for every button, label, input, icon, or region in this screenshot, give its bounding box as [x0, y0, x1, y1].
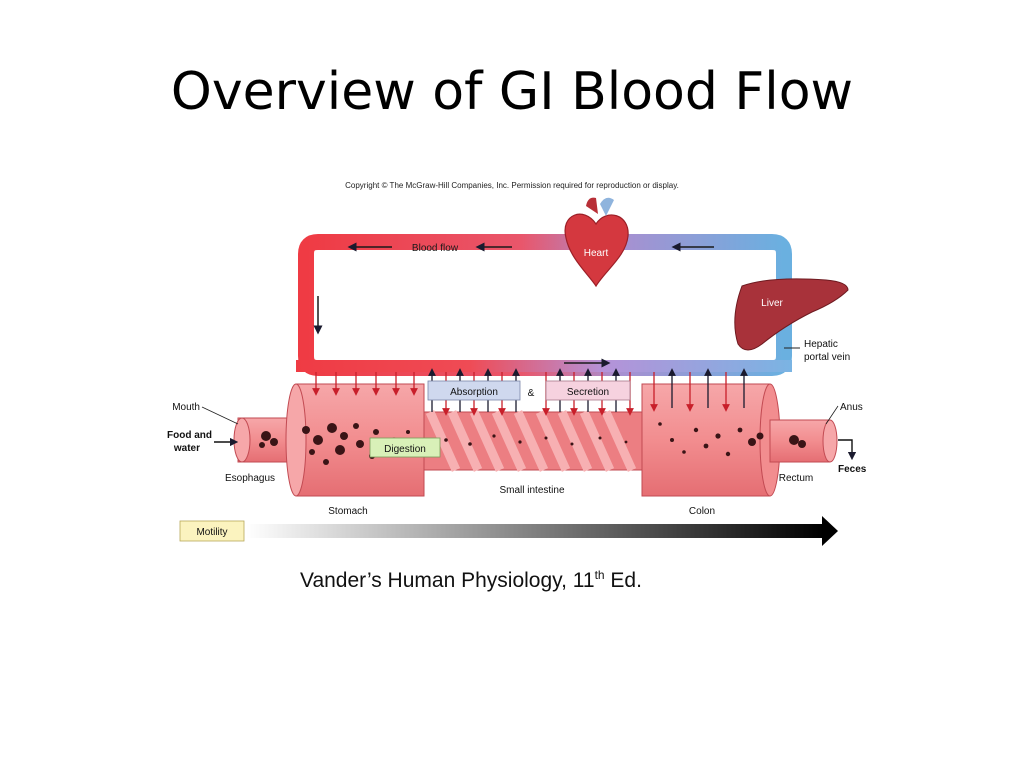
- heart-icon: [564, 197, 629, 288]
- digestion-box: [369, 437, 441, 458]
- stomach-label: Stomach: [328, 506, 367, 517]
- citation-superscript: th: [594, 568, 605, 582]
- heart-label: Heart: [584, 248, 609, 259]
- anus-label: Anus: [840, 402, 863, 413]
- hepatic-label-line1: Hepatic: [804, 339, 838, 350]
- ampersand-label: &: [528, 388, 535, 399]
- anus-leader-line: [825, 405, 839, 425]
- feces-arrow: [838, 439, 857, 461]
- circulation-loop: [296, 234, 792, 376]
- loop-flow-arrows: [313, 242, 714, 368]
- esophagus-label: Esophagus: [225, 473, 275, 484]
- exchange-arrows: [312, 368, 748, 416]
- feces-label: Feces: [838, 464, 867, 475]
- secretion-label: Secretion: [567, 387, 609, 398]
- citation-main: Vander’s Human Physiology, 11: [300, 569, 595, 592]
- rectum-label: Rectum: [779, 473, 813, 484]
- liver-label: Liver: [761, 298, 783, 309]
- motility-box: [179, 520, 245, 542]
- mouth-label: Mouth: [172, 402, 200, 413]
- motility-arrow: [246, 516, 838, 546]
- slide-title: Overview of GI Blood Flow: [170, 62, 854, 122]
- absorption-label: Absorption: [450, 387, 498, 398]
- citation: Vander’s Human Physiology, 11th Ed.: [300, 568, 642, 593]
- hepatic-label-line2: portal vein: [804, 352, 850, 363]
- food-label-line1: Food and: [167, 430, 212, 441]
- blood-flow-label: Blood flow: [412, 243, 459, 254]
- copyright-note: Copyright © The McGraw-Hill Companies, I…: [345, 181, 679, 190]
- citation-end: Ed.: [604, 569, 642, 592]
- gi-tract: [233, 383, 838, 497]
- motility-label: Motility: [196, 527, 227, 538]
- mouth-leader-line: [201, 406, 239, 425]
- secretion-box: [545, 380, 631, 401]
- small-intestine-label: Small intestine: [499, 485, 564, 496]
- liver-icon: [734, 278, 849, 351]
- food-label-line2: water: [173, 443, 200, 454]
- digestion-label: Digestion: [384, 444, 426, 455]
- absorption-box: [427, 380, 521, 401]
- colon-label: Colon: [689, 506, 715, 517]
